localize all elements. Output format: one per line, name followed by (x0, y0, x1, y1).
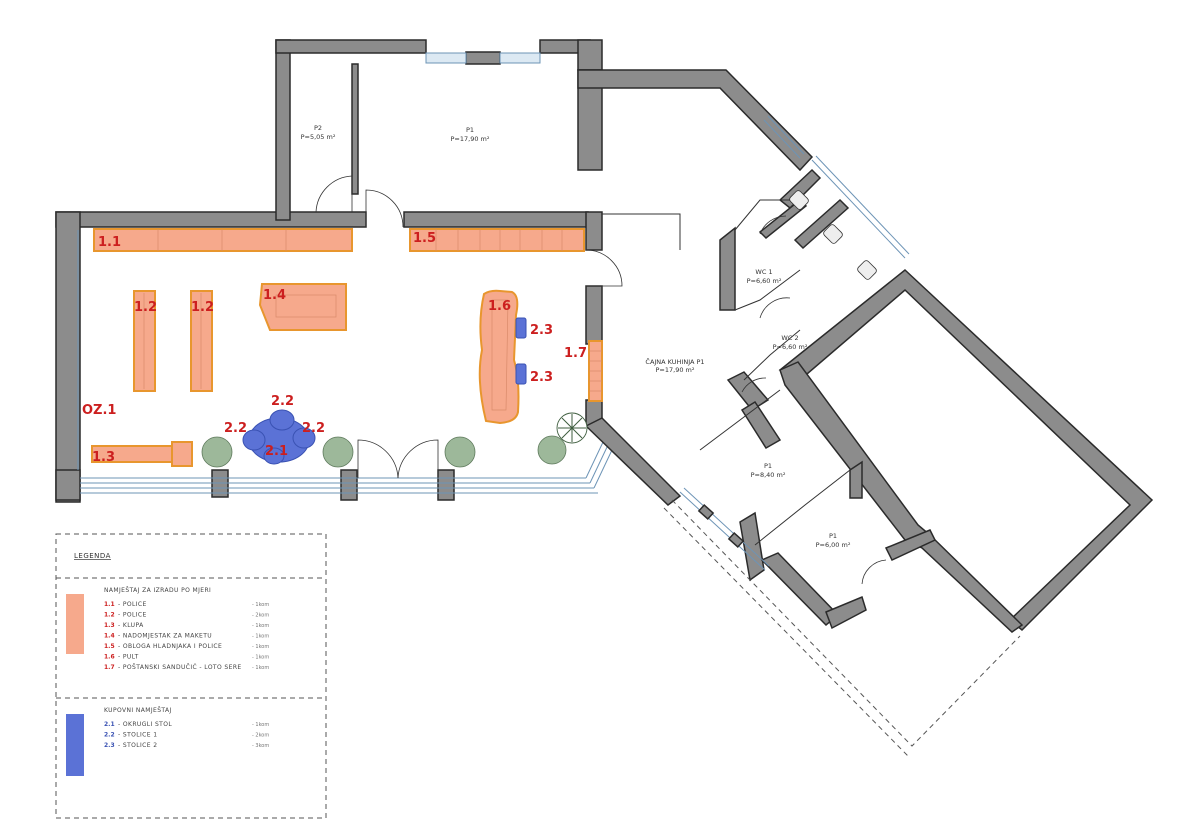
room-p1-mid-name: P1 (764, 462, 772, 470)
legend-custom-item-code: 1.2 (104, 612, 115, 619)
legend-swatch-bought (66, 714, 84, 776)
room-p2-area: P=5,05 m² (301, 133, 336, 141)
legend-custom-item-qty: - 1kom (252, 655, 269, 661)
room-wc2-name: WC 2 (781, 334, 798, 342)
tag-1-2-a: 1.2 (134, 300, 157, 315)
doors (315, 175, 623, 479)
room-p1-top-name: P1 (466, 126, 474, 134)
room-wc2-area: P=6,60 m² (773, 343, 808, 351)
legend-bought-item-code: 2.3 (104, 742, 115, 749)
inner-lines (602, 190, 887, 585)
legend-custom-item-label: - NADOMJESTAK ZA MAKETU (118, 633, 212, 640)
legend-bought-item-label: - OKRUGLI STOL (118, 721, 172, 728)
legend: LEGENDA NAMJEŠTAJ ZA IZRADU PO MJERI 1.1… (55, 533, 327, 819)
legend-custom-item-label: - POŠTANSKI SANDUČIĆ - LOTO SERE (118, 664, 242, 671)
legend-custom-item-code: 1.3 (104, 622, 115, 629)
legend-custom-item-code: 1.5 (104, 643, 115, 650)
terrace-outline-2 (663, 507, 909, 757)
furniture-bought (242, 317, 527, 465)
legend-bought-heading: KUPOVNI NAMJEŠTAJ (104, 707, 172, 714)
legend-custom-heading: NAMJEŠTAJ ZA IZRADU PO MJERI (104, 587, 211, 594)
legend-bought-list: 2.1- OKRUGLI STOL - 1kom 2.2- STOLICE 1 - 2… (104, 721, 269, 749)
legend-custom-item-label: - PULT (118, 654, 139, 661)
legend-custom-item-label: - POLICE (118, 612, 147, 619)
tag-2-3-b: 2.3 (530, 370, 553, 385)
legend-custom-item-qty: - 1kom (252, 644, 269, 650)
room-wc1-area: P=6,60 m² (747, 277, 782, 285)
glazing-right (679, 115, 910, 571)
window-p1-top (425, 52, 541, 64)
tag-1-2-b: 1.2 (191, 300, 214, 315)
legend-custom-item-qty: - 1kom (252, 634, 269, 640)
tag-2-2-left: 2.2 (224, 421, 247, 436)
room-p1-low-area: P=6,00 m² (816, 541, 851, 549)
room-p2-name: P2 (314, 124, 322, 132)
glazing-bottom (80, 439, 613, 494)
room-cajna-area: P=17,90 m² (656, 366, 695, 374)
tag-1-1: 1.1 (98, 235, 121, 250)
legend-bought-item-label: - STOLICE 2 (118, 742, 158, 749)
tag-1-5: 1.5 (413, 231, 436, 246)
legend-bought-item-qty: - 3kom (252, 743, 269, 749)
legend-custom-item-code: 1.7 (104, 664, 115, 671)
legend-custom-item-qty: - 2kom (252, 613, 269, 619)
legend-bought-item-code: 2.1 (104, 721, 115, 728)
room-p1-low-name: P1 (829, 532, 837, 540)
room-p1-top-area: P=17,90 m² (451, 135, 490, 143)
tag-2-2-top: 2.2 (271, 394, 294, 409)
legend-custom-item-label: - KLUPA (118, 622, 144, 629)
tag-oz-1: OZ.1 (82, 403, 116, 418)
legend-custom-list: 1.1- POLICE - 1kom 1.2- POLICE - 2kom 1.3- K… (104, 601, 269, 671)
tag-2-2-right: 2.2 (302, 421, 325, 436)
tag-1-7: 1.7 (564, 346, 587, 361)
legend-custom-item-qty: - 1kom (252, 602, 269, 608)
legend-custom-item-qty: - 1kom (252, 623, 269, 629)
room-wc1-name: WC 1 (755, 268, 772, 276)
tag-2-3-a: 2.3 (530, 323, 553, 338)
legend-bought-item-code: 2.2 (104, 732, 115, 739)
room-p1-mid-area: P=8,40 m² (751, 471, 786, 479)
terrace-outline (671, 499, 1021, 747)
legend-swatch-custom (66, 594, 84, 654)
tag-1-3: 1.3 (92, 450, 115, 465)
room-labels: P2 P=5,05 m² P1 P=17,90 m² WC 1 P=6,60 m… (301, 124, 851, 549)
legend-bought-item-label: - STOLICE 1 (118, 732, 158, 739)
furniture-custom (91, 228, 603, 467)
legend-title: LEGENDA (74, 552, 111, 560)
tag-1-6: 1.6 (488, 299, 511, 314)
legend-custom-item-code: 1.4 (104, 633, 115, 640)
legend-custom-item-label: - POLICE (118, 601, 147, 608)
furniture-tags: 1.1 1.5 1.2 1.2 1.4 1.6 2.3 2.3 1.7 OZ.1… (82, 231, 587, 465)
room-cajna-name: ČAJNA KUHINJA P1 (645, 357, 704, 366)
legend-bought-item-qty: - 1kom (252, 722, 269, 728)
tag-2-1: 2.1 (265, 444, 288, 459)
tag-1-4: 1.4 (263, 288, 286, 303)
legend-custom-item-label: - OBLOGA HLADNJAKA I POLICE (118, 643, 222, 650)
plants (201, 412, 588, 468)
walls-main (55, 39, 603, 503)
legend-custom-item-qty: - 1kom (252, 665, 269, 671)
legend-bought-item-qty: - 2kom (252, 733, 269, 739)
walls-right (577, 69, 1154, 633)
legend-custom-item-code: 1.1 (104, 601, 115, 608)
legend-custom-item-code: 1.6 (104, 654, 115, 661)
